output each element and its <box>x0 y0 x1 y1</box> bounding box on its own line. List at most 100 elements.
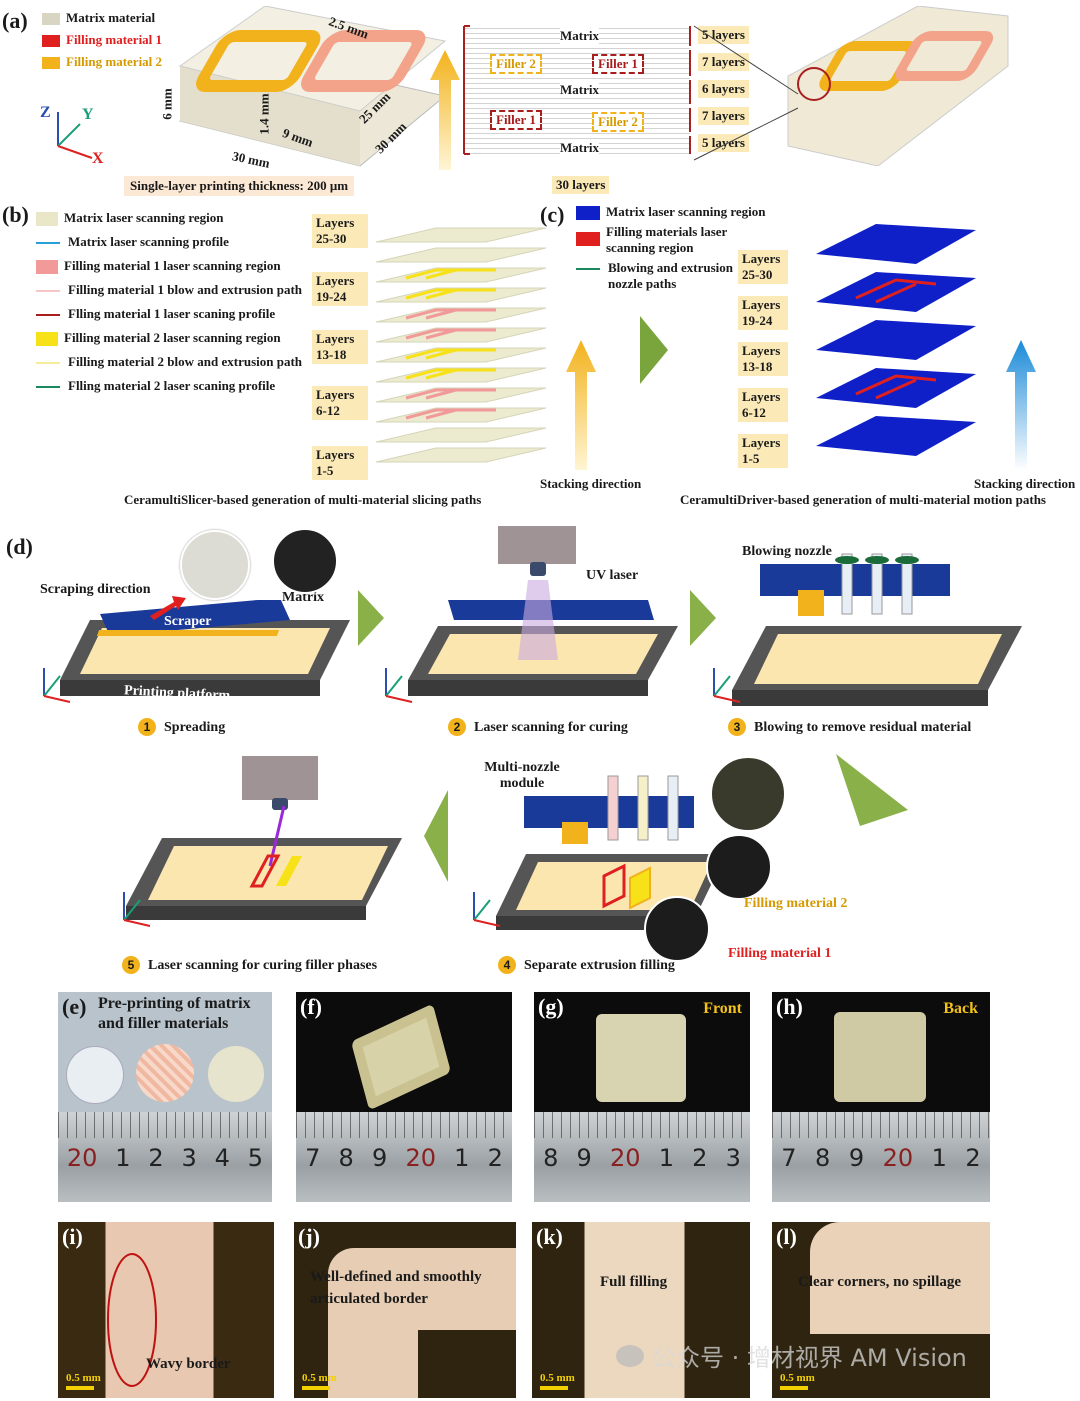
bright-region-l <box>810 1222 990 1334</box>
step1-text: Spreading <box>164 720 226 735</box>
c-layers-4: Layers 1-5 <box>738 434 788 468</box>
scale-i-text: 0.5 mm <box>66 1372 101 1384</box>
scraper-label: Scraper <box>164 614 212 629</box>
c-nozzle-line <box>576 268 600 271</box>
c-stacking: Stacking direction <box>974 476 1076 491</box>
c-matrix-swatch <box>576 206 600 221</box>
stack-brackets <box>463 25 691 155</box>
model-3d-a <box>178 6 447 167</box>
scale-l-text: 0.5 mm <box>780 1372 815 1384</box>
axis-z: Z <box>40 104 51 121</box>
filler2-region-swatch <box>36 332 58 347</box>
micro-k: (k) Full filling 0.5 mm <box>532 1222 750 1398</box>
next-arrow-bc <box>640 316 668 384</box>
watermark: 公众号 · 增材视界 AM Vision <box>616 1338 967 1373</box>
layers-2: 7 layers <box>698 53 749 71</box>
micro-l-text: Clear corners, no spillage <box>798 1274 962 1290</box>
laser-head-5 <box>242 756 318 800</box>
b-legend-3: Filling material 1 blow and extrusion pa… <box>68 282 303 297</box>
matrix-swatch <box>42 13 60 26</box>
scraping-direction: Scraping direction <box>40 582 151 597</box>
stack-matrix-2: Matrix <box>560 82 599 98</box>
inset-spatula-photo <box>272 528 338 594</box>
sample-clear <box>66 1046 124 1104</box>
stack-matrix-3: Matrix <box>560 140 599 156</box>
inset-filler2-photo <box>706 834 772 900</box>
printed-part-h <box>834 1012 926 1102</box>
axes-icon-d4 <box>473 892 501 927</box>
b-stacking: Stacking direction <box>540 476 642 491</box>
scale-l: 0.5 mm <box>780 1372 815 1390</box>
micro-j-text: Well-defined and smoothly articulated bo… <box>310 1269 482 1307</box>
motion-stack-c <box>816 224 976 456</box>
b-layers-4: Layers 1-5 <box>312 446 368 480</box>
motion-plate <box>816 416 976 456</box>
micro-j: (j) Well-defined and smoothly articulate… <box>294 1222 516 1398</box>
g-r4: 2 <box>692 1144 708 1172</box>
b-layers-1: Layers 19-24 <box>312 272 368 306</box>
dim-6: 6 mm <box>159 88 175 120</box>
g-r2: 20 <box>609 1144 641 1172</box>
micro-i: (i) Wavy border 0.5 mm <box>58 1222 274 1398</box>
c-layers-3: Layers 6-12 <box>738 388 788 422</box>
zoom-lines <box>693 25 799 161</box>
scale-k: 0.5 mm <box>540 1372 575 1390</box>
c-layers-1: Layers 19-24 <box>738 296 788 330</box>
f-r5: 2 <box>487 1144 503 1172</box>
stack-matrix-1: Matrix <box>560 28 599 44</box>
scale-j-text: 0.5 mm <box>302 1372 337 1384</box>
sample-pink <box>136 1044 194 1102</box>
micro-k-text: Full filling <box>600 1274 668 1290</box>
photo-e-title: Pre-printing of matrix and filler materi… <box>98 995 251 1032</box>
model-cutaway-a <box>787 6 1009 166</box>
step1-illustration <box>60 600 350 696</box>
scale-j: 0.5 mm <box>302 1372 337 1390</box>
filler-path <box>405 308 496 320</box>
legend-filler1: Filling material 1 <box>66 32 163 47</box>
slice-layer <box>375 367 547 383</box>
inset-nozzles-photo <box>710 756 786 832</box>
e-r3: 3 <box>181 1144 197 1172</box>
layers-4: 7 layers <box>698 107 749 125</box>
b-legend-4: Flling material 1 laser scaning profile <box>68 306 276 321</box>
next-arrow-23 <box>690 590 716 646</box>
layers-3: 6 layers <box>698 80 749 98</box>
inset-matrix-photo <box>180 530 250 600</box>
filling-material-2-label: Filling material 2 <box>744 896 848 911</box>
micro-l: (l) Clear corners, no spillage 0.5 mm <box>772 1222 990 1398</box>
panel-a-legend: Matrix material Filling material 1 Filli… <box>42 10 162 70</box>
e-r0: 20 <box>66 1144 98 1172</box>
next-arrow-12 <box>358 590 384 646</box>
axis-x: X <box>92 150 104 167</box>
filler-path <box>405 408 496 420</box>
e-r4: 4 <box>214 1144 230 1172</box>
micro-i-text: Wavy border <box>146 1356 231 1372</box>
step4-text: Separate extrusion filling <box>524 958 675 973</box>
matrix-region-swatch <box>36 212 58 227</box>
filler-path <box>405 328 496 340</box>
printed-part-g <box>596 1014 686 1102</box>
step3-text: Blowing to remove residual material <box>754 720 972 735</box>
panel-d-label: (d) <box>6 534 33 559</box>
g-r3: 1 <box>658 1144 674 1172</box>
stack-arrow-c <box>1006 340 1036 470</box>
f-r3: 20 <box>405 1144 436 1172</box>
g-r0: 8 <box>543 1144 559 1172</box>
multi-nozzle-label: Multi-nozzle module <box>484 760 560 791</box>
panel-c-label: (c) <box>540 202 565 227</box>
stack-filler2-b: Filler 2 <box>592 112 644 132</box>
thickness-note: Single-layer printing thickness: 200 μm <box>124 176 355 196</box>
uv-laser-head <box>498 526 576 564</box>
uv-laser-label: UV laser <box>586 568 639 583</box>
scraping-arrow-icon <box>150 596 186 620</box>
step3-number: 3 <box>728 718 746 736</box>
laser-nozzle <box>530 562 546 576</box>
c-legend-2: Blowing and extrusion nozzle paths <box>608 260 733 292</box>
photo-g-tag: Front <box>703 1000 742 1017</box>
